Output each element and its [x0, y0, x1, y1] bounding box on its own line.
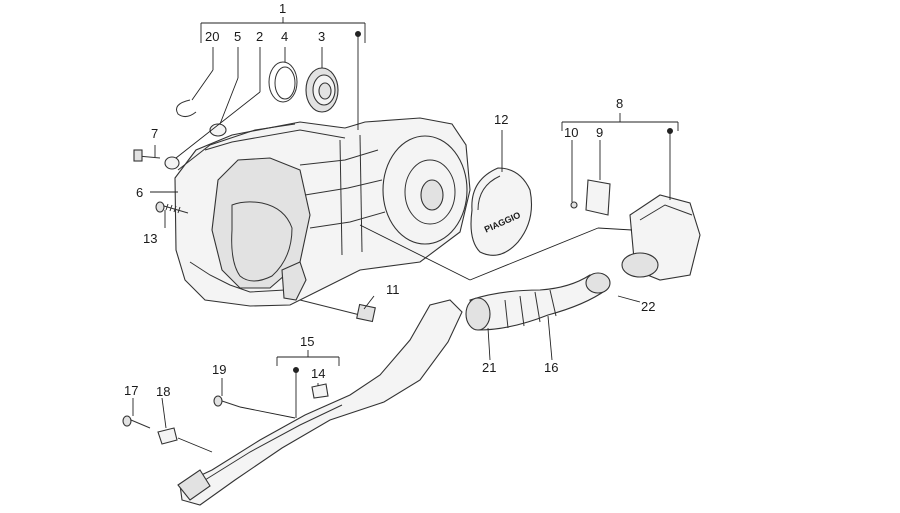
screw-13-part: [155, 201, 189, 214]
group-bracket-15: [276, 350, 340, 366]
callout-9: 9: [596, 125, 603, 140]
screw-19-part: [213, 395, 241, 408]
callout-15: 15: [300, 334, 314, 349]
nut-18-part: [157, 427, 178, 445]
group-bracket-8: [561, 113, 679, 131]
intake-hose-part: [465, 272, 611, 331]
callout-22: 22: [641, 299, 655, 314]
bracket-dot-1: [355, 31, 361, 37]
transmission-cover: [174, 117, 471, 307]
screw-10-part: [570, 201, 578, 209]
leader-lines: [132, 34, 671, 453]
intake-shroud-part: [621, 194, 701, 281]
callout-18: 18: [156, 384, 170, 399]
callout-10: 10: [564, 125, 578, 140]
callout-1: 1: [279, 1, 286, 16]
callout-4: 4: [281, 29, 288, 44]
roller-part: [164, 156, 180, 170]
dowel-pin-part: [209, 123, 227, 137]
group-bracket-1: [200, 17, 366, 43]
callout-6: 6: [136, 185, 143, 200]
clip-14-part: [311, 383, 329, 399]
bolt-7-part: [133, 149, 161, 162]
seal-ring-part: [268, 61, 298, 103]
screw-17-part: [122, 415, 151, 429]
callout-14: 14: [311, 366, 325, 381]
bracket-dot-8: [667, 128, 673, 134]
callout-13: 13: [143, 231, 157, 246]
callout-11: 11: [386, 282, 400, 297]
callout-16: 16: [544, 360, 558, 375]
callout-12: 12: [494, 112, 508, 127]
bearing-part: [305, 67, 339, 113]
bracket-dot-15: [293, 367, 299, 373]
callout-7: 7: [151, 126, 158, 141]
callout-2: 2: [256, 29, 263, 44]
plate-9-part: [585, 179, 611, 216]
callout-3: 3: [318, 29, 325, 44]
callout-20: 20: [205, 29, 219, 44]
callout-8: 8: [616, 96, 623, 111]
piaggio-cover-part: PIAGGIO: [470, 167, 533, 256]
callout-5: 5: [234, 29, 241, 44]
callout-21: 21: [482, 360, 496, 375]
bolt-11-part: [299, 299, 376, 323]
air-duct-part: [177, 299, 463, 506]
callout-17: 17: [124, 383, 138, 398]
circlip-part: [176, 99, 197, 118]
callout-19: 19: [212, 362, 226, 377]
